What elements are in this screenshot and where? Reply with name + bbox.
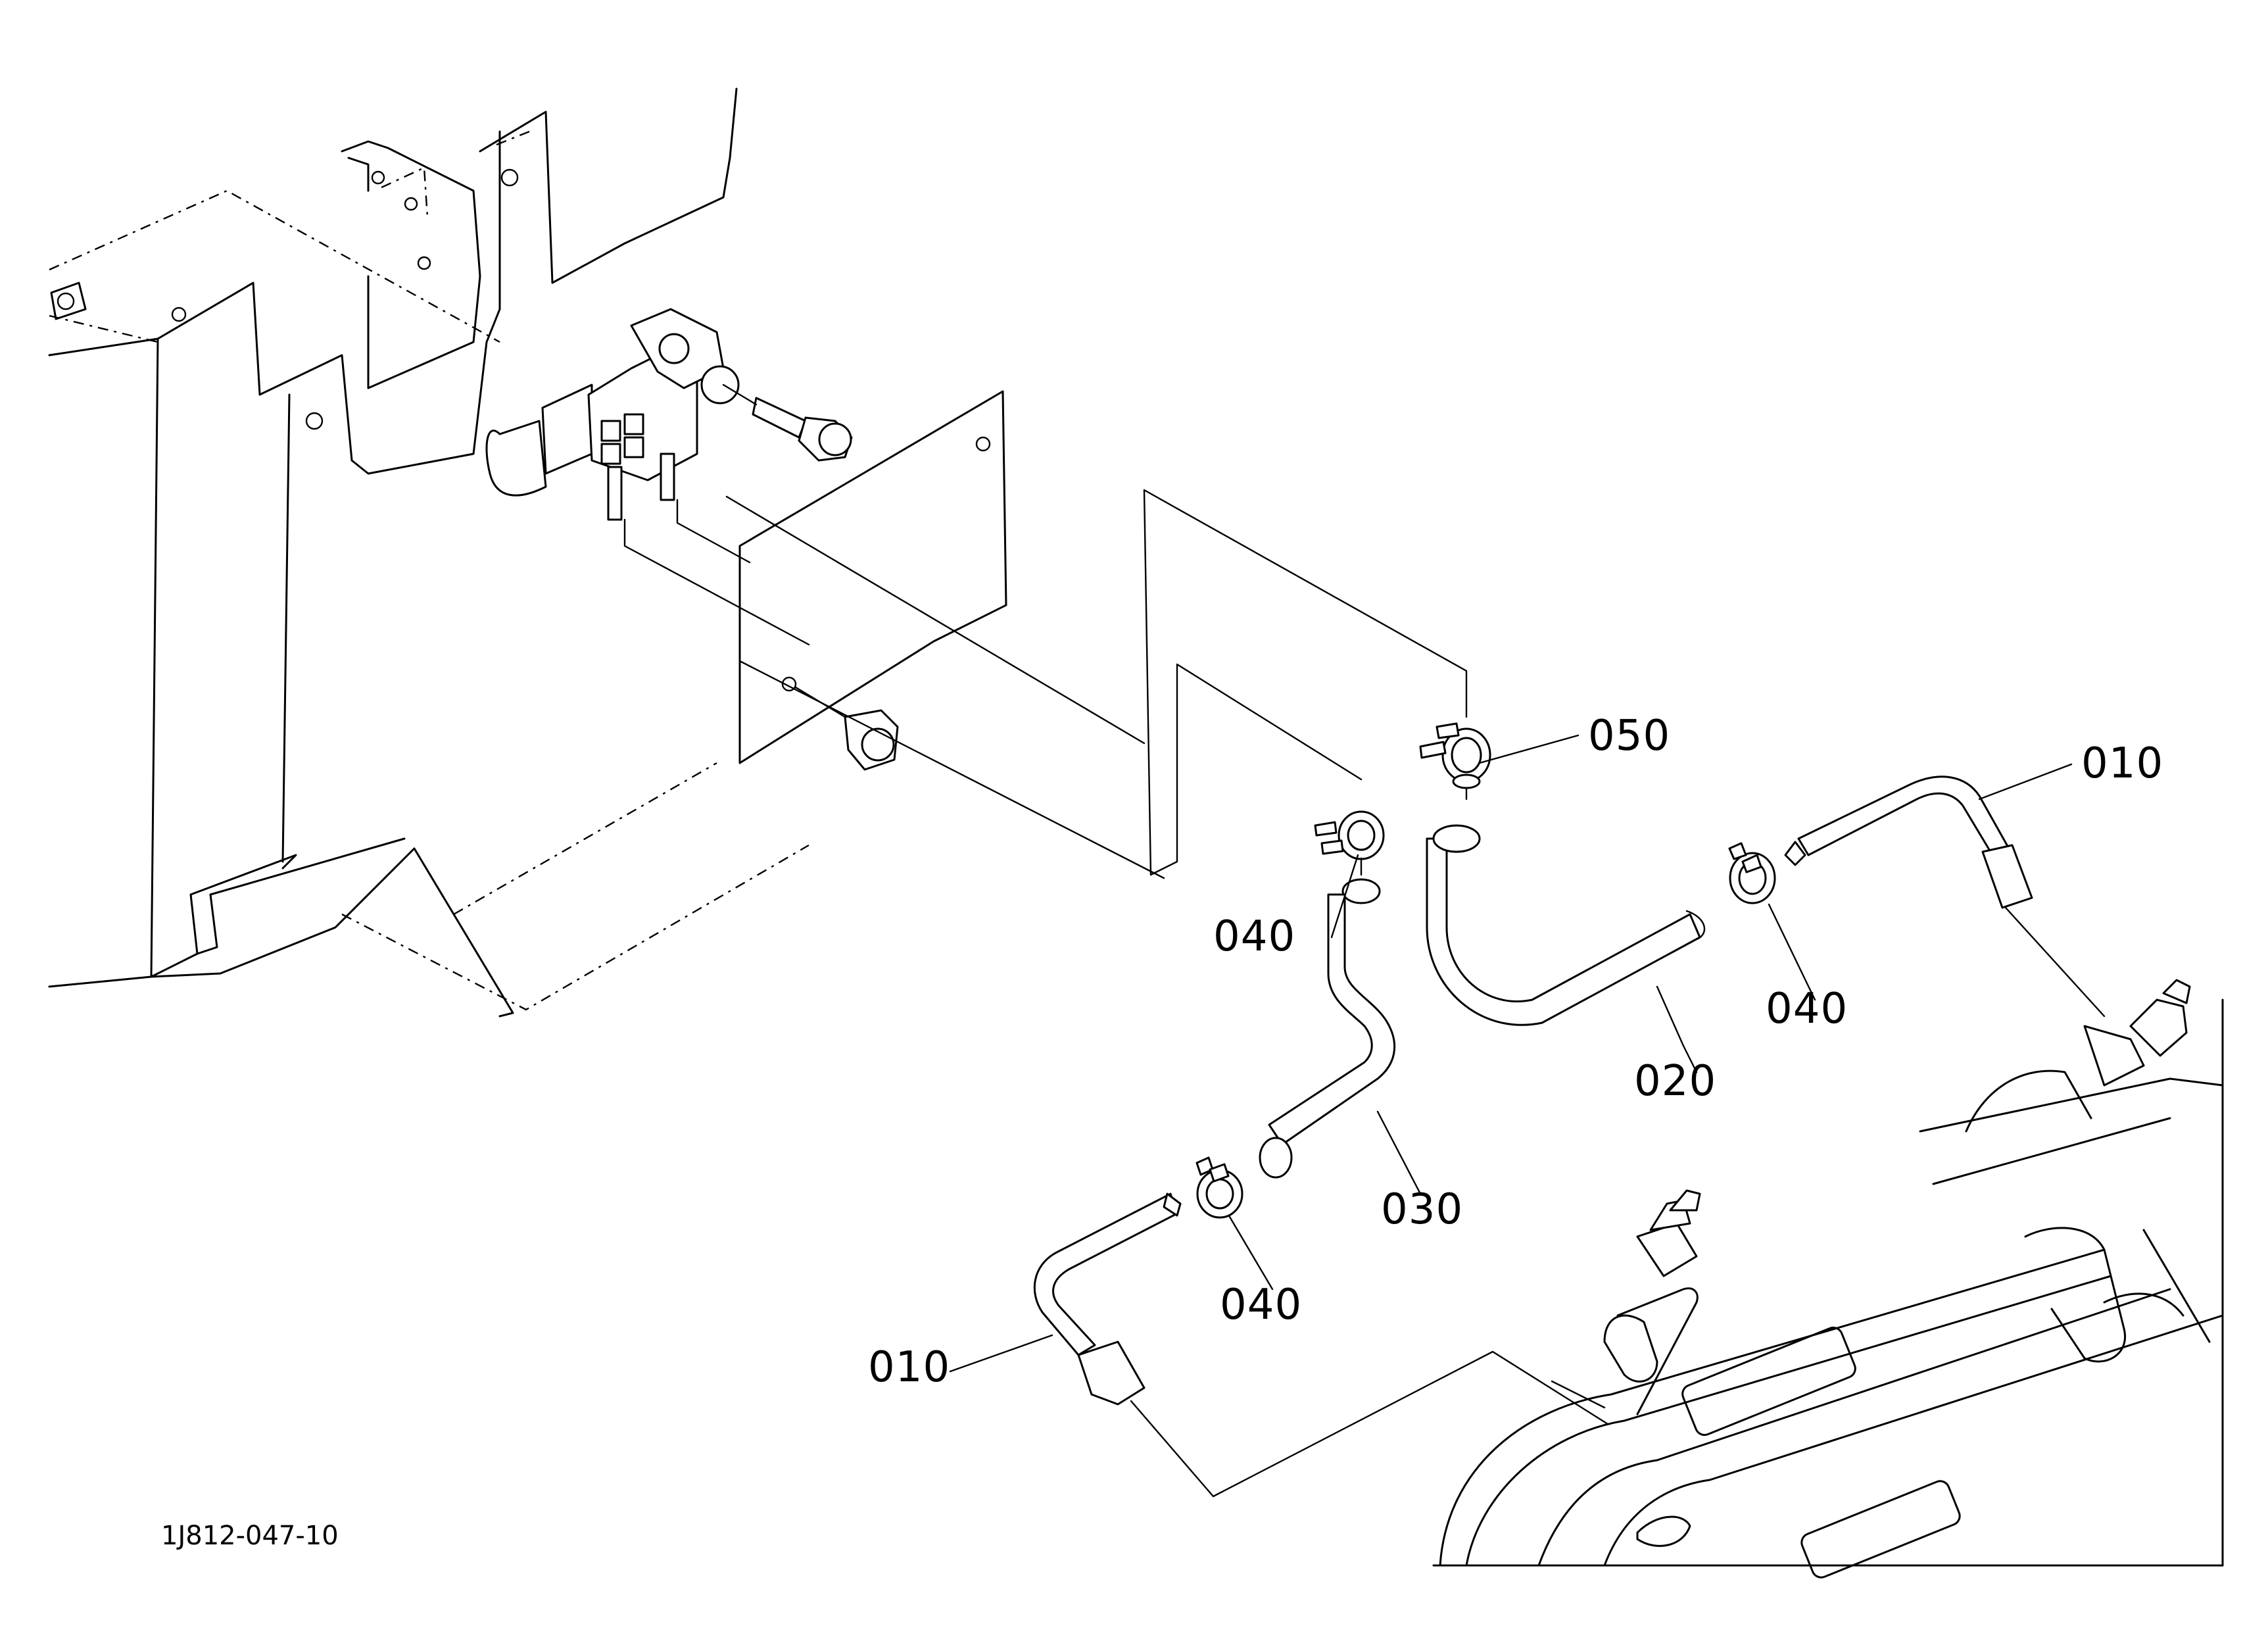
- callout-010-left: 010: [868, 1343, 950, 1392]
- callout-040-right: 040: [1766, 985, 1848, 1033]
- mounting-plate: [725, 390, 1468, 879]
- clamp-040-right: [1728, 842, 1776, 904]
- sensor-bracket: [341, 87, 738, 389]
- clamp-040-top-left: [1314, 810, 1385, 876]
- callout-labels: 050 010 040 040 020 030 040 010: [868, 712, 2163, 1392]
- drawing-number: 1J812-047-10: [161, 1521, 339, 1551]
- bolt-upper: [722, 383, 853, 462]
- pipe-010-right: [1784, 775, 2106, 1018]
- callout-010-right: 010: [2081, 739, 2163, 788]
- pipe-010-left: [1033, 1192, 1609, 1498]
- dpf-assembly: [1432, 979, 2224, 1579]
- callout-040-top-left: 040: [1213, 912, 1295, 961]
- pressure-sensor: [485, 308, 810, 646]
- clamp-040-lower: [1195, 1156, 1243, 1219]
- hose-030: [1259, 878, 1396, 1179]
- hose-020: [1426, 824, 1706, 1026]
- callout-050: 050: [1588, 712, 1670, 760]
- leader-lines: [949, 734, 2073, 1373]
- callout-040-lower: 040: [1220, 1281, 1302, 1329]
- clamp-050: [1419, 722, 1491, 800]
- callout-030: 030: [1381, 1185, 1463, 1234]
- callout-020: 020: [1634, 1057, 1716, 1106]
- frame-panel: [48, 130, 809, 1018]
